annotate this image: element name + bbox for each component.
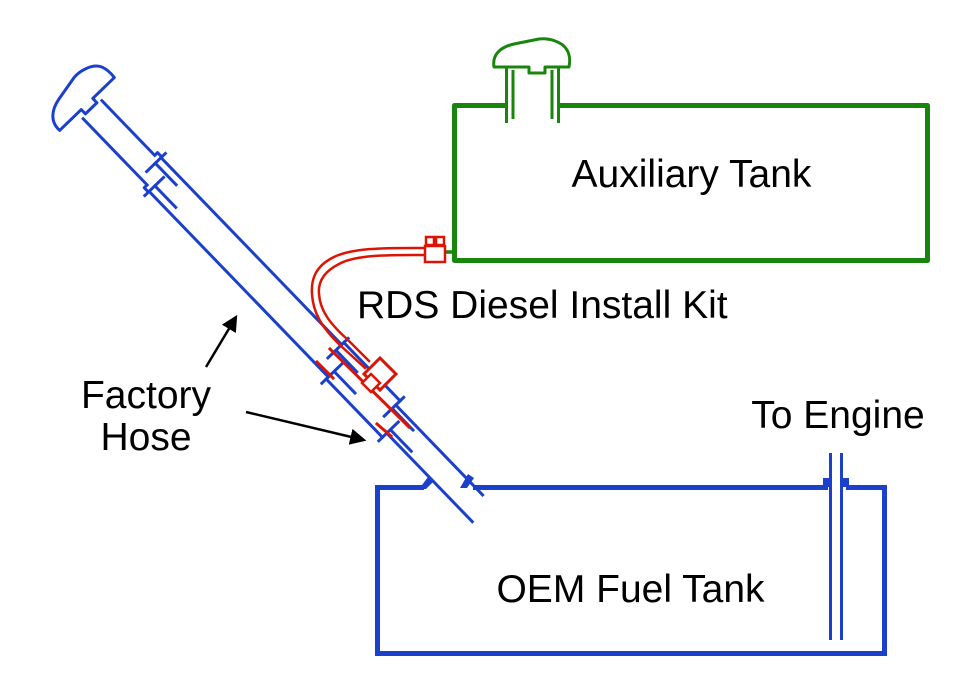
neck-joint-1-bottom: [81, 116, 178, 210]
arrow-to-upper-hose: [204, 314, 238, 368]
oem-tank-drawing: [375, 485, 887, 656]
oem-tank-outline: [375, 485, 887, 656]
engine-pipe-drawing: [829, 453, 843, 640]
kit-neck-fitting-tab: [360, 372, 382, 394]
label-auxiliary-tank: Auxiliary Tank: [571, 153, 812, 196]
neck-joint-2: [319, 336, 359, 396]
neck-joint-3: [376, 395, 416, 454]
neck-lower-pipe: [384, 402, 485, 524]
arrow-to-lower-hose: [245, 410, 367, 445]
kit-shutoff-valve: [423, 235, 447, 264]
kit-hose-inner: [317, 253, 427, 363]
aux-fuel-cap-icon: [492, 37, 572, 75]
auxiliary-tank-drawing: [437, 37, 930, 263]
label-factory-hose-line2: Hose: [100, 416, 192, 459]
label-to-engine: To Engine: [751, 394, 925, 437]
aux-tank-outline: [452, 103, 930, 263]
neck-joint-1-top: [99, 98, 179, 187]
label-oem-fuel-tank: OEM Fuel Tank: [496, 568, 765, 611]
filler-cap-icon: [51, 64, 116, 132]
label-rds-kit: RDS Diesel Install Kit: [357, 284, 728, 327]
engine-pickup-tube: [829, 453, 843, 640]
rds-kit-drawing: [310, 235, 447, 439]
label-factory-hose-line1: Factory: [80, 374, 212, 417]
kit-hose-outer: [310, 246, 427, 370]
tank-entry-flanges: [419, 474, 849, 489]
neck-hose-section: [147, 155, 344, 380]
aux-filler-neck: [505, 66, 560, 123]
